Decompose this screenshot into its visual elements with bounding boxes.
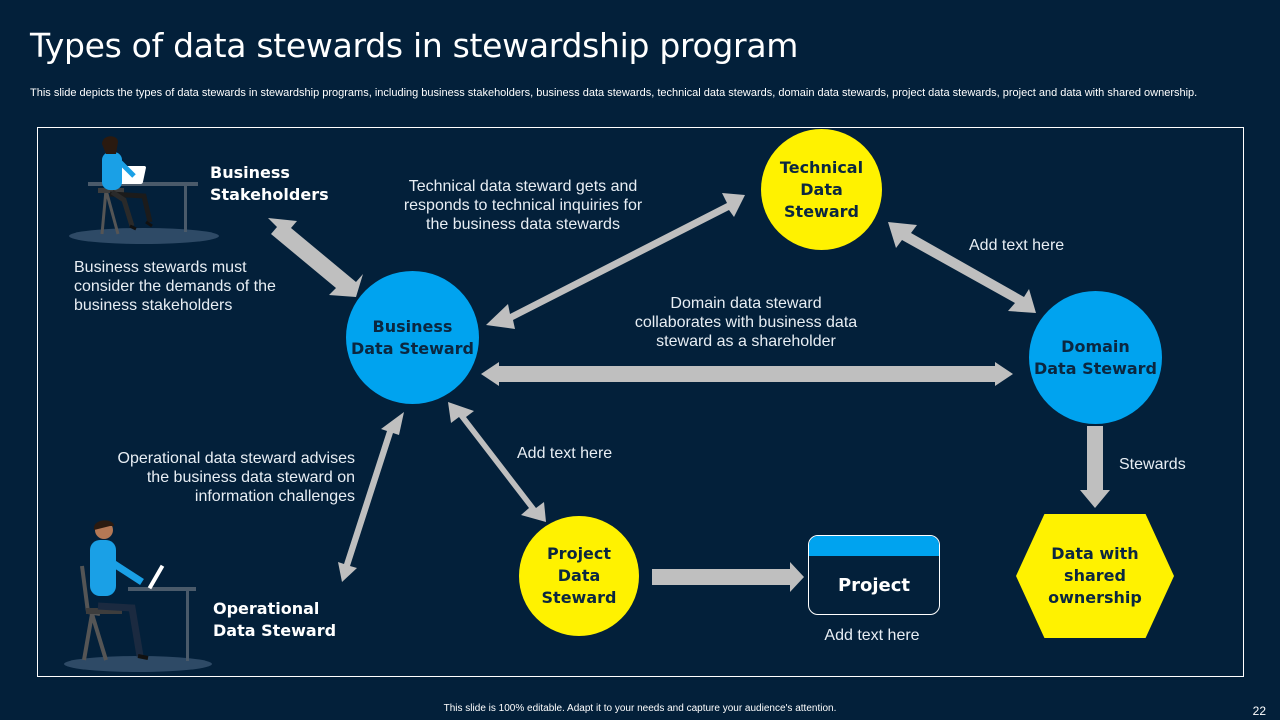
data-shared-ownership-node: Data with shared ownership xyxy=(1016,514,1174,638)
arrow-business-domain xyxy=(481,362,1013,386)
technical-note: Technical data steward gets and responds… xyxy=(403,178,643,233)
arrow-business-project xyxy=(448,402,546,522)
operational-note: Operational data steward advises the bus… xyxy=(117,450,355,505)
page-number: 22 xyxy=(1252,704,1266,718)
arrow-project-steward-project xyxy=(652,562,804,592)
diagram-frame xyxy=(37,127,1244,677)
project-header-bar xyxy=(809,536,939,556)
project-arrow-note: Add text here xyxy=(517,445,613,462)
arrow-technical-domain xyxy=(888,222,1036,313)
page-subtitle: This slide depicts the types of data ste… xyxy=(30,87,1198,99)
project-node: Project xyxy=(808,535,940,615)
project-data-steward-label: Project Data Steward xyxy=(541,544,617,607)
arrow-business-technical xyxy=(486,193,745,329)
project-box-note: Add text here xyxy=(824,627,920,644)
project-label: Project xyxy=(837,574,911,596)
business-stewards-note: Business stewards must consider the dema… xyxy=(74,259,276,314)
project-data-steward-node: Project Data Steward xyxy=(519,516,639,636)
operational-steward-illustration xyxy=(64,520,212,672)
business-data-steward-label: Business Data Steward xyxy=(350,316,475,358)
arrow-domain-shared xyxy=(1080,426,1110,508)
stewards-note: Stewards xyxy=(1119,456,1186,473)
business-stakeholder-illustration xyxy=(69,136,219,244)
page-title: Types of data stewards in stewardship pr… xyxy=(30,26,799,65)
domain-note: Domain data steward collaborates with bu… xyxy=(634,295,858,350)
arrow-stakeholders-business xyxy=(268,218,363,297)
technical-domain-note: Add text here xyxy=(969,237,1065,254)
business-stakeholders-label: Business Stakeholders xyxy=(210,163,329,204)
technical-data-steward-label: Technical Data Steward xyxy=(779,157,864,221)
footer-text: This slide is 100% editable. Adapt it to… xyxy=(443,703,837,714)
data-shared-ownership-label: Data with shared ownership xyxy=(1048,544,1142,607)
domain-data-steward-node: Domain Data Steward xyxy=(1029,291,1162,424)
arrow-business-operational xyxy=(338,412,404,582)
business-data-steward-node: Business Data Steward xyxy=(346,271,479,404)
domain-data-steward-label: Domain Data Steward xyxy=(1033,336,1158,378)
technical-data-steward-node: Technical Data Steward xyxy=(761,129,882,250)
operational-data-steward-label: Operational Data Steward xyxy=(213,599,337,640)
